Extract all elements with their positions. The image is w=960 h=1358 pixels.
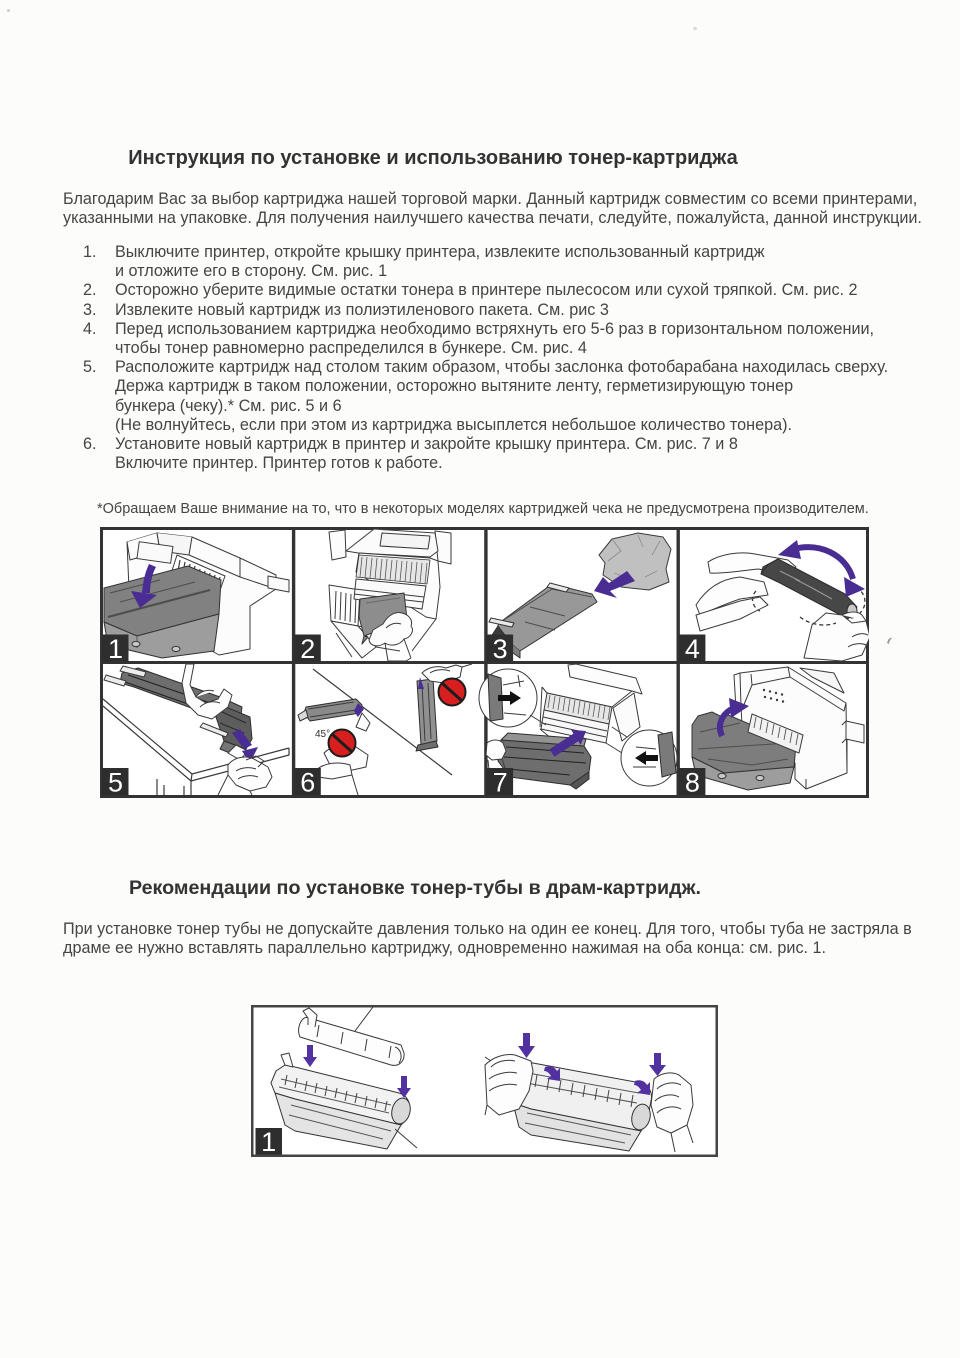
svg-text:1: 1 [108, 634, 123, 664]
svg-text:4: 4 [685, 634, 700, 664]
svg-text:1: 1 [261, 1127, 276, 1157]
svg-text:3: 3 [493, 634, 508, 664]
svg-text:45°: 45° [315, 729, 330, 740]
svg-text:8: 8 [685, 767, 700, 797]
svg-text:7: 7 [493, 767, 508, 797]
svg-text:6: 6 [300, 767, 315, 797]
svg-text:5: 5 [108, 767, 123, 797]
svg-text:2: 2 [300, 634, 315, 664]
